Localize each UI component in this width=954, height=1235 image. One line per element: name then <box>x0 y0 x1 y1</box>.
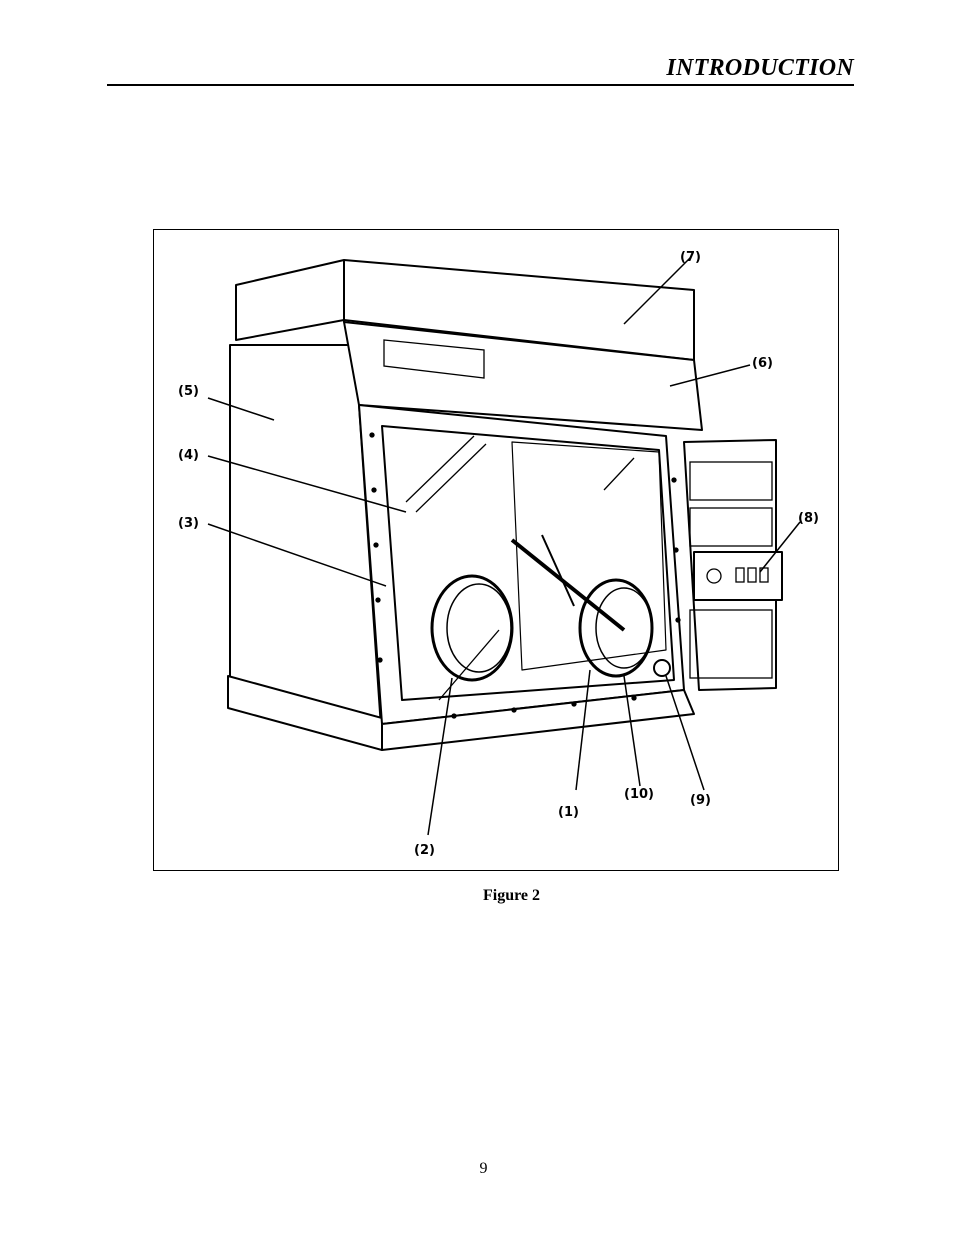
callout-4: (4) <box>178 448 199 463</box>
callout-2: (2) <box>414 843 435 858</box>
callout-8: (8) <box>798 511 819 526</box>
header-rule <box>107 84 854 86</box>
control-panel <box>693 551 783 601</box>
figure-frame: (7) (6) (5) (4) (3) (8) (2) (1) (10) (9) <box>153 229 839 871</box>
callout-7: (7) <box>680 250 701 265</box>
section-title: INTRODUCTION <box>666 55 854 81</box>
page-number: 9 <box>479 1160 488 1177</box>
front-panel <box>343 321 703 431</box>
inner-chamber <box>511 441 667 671</box>
callout-1: (1) <box>558 805 579 820</box>
callout-6: (6) <box>752 356 773 371</box>
callout-3: (3) <box>178 516 199 531</box>
callout-9: (9) <box>690 793 711 808</box>
callout-5: (5) <box>178 384 199 399</box>
base-strip <box>381 689 695 751</box>
callout-10: (10) <box>624 787 654 802</box>
glovebox-illustration: (7) (6) (5) (4) (3) (8) (2) (1) (10) (9) <box>178 250 819 858</box>
figure-caption: Figure 2 <box>482 887 541 904</box>
viewing-window <box>381 425 675 701</box>
